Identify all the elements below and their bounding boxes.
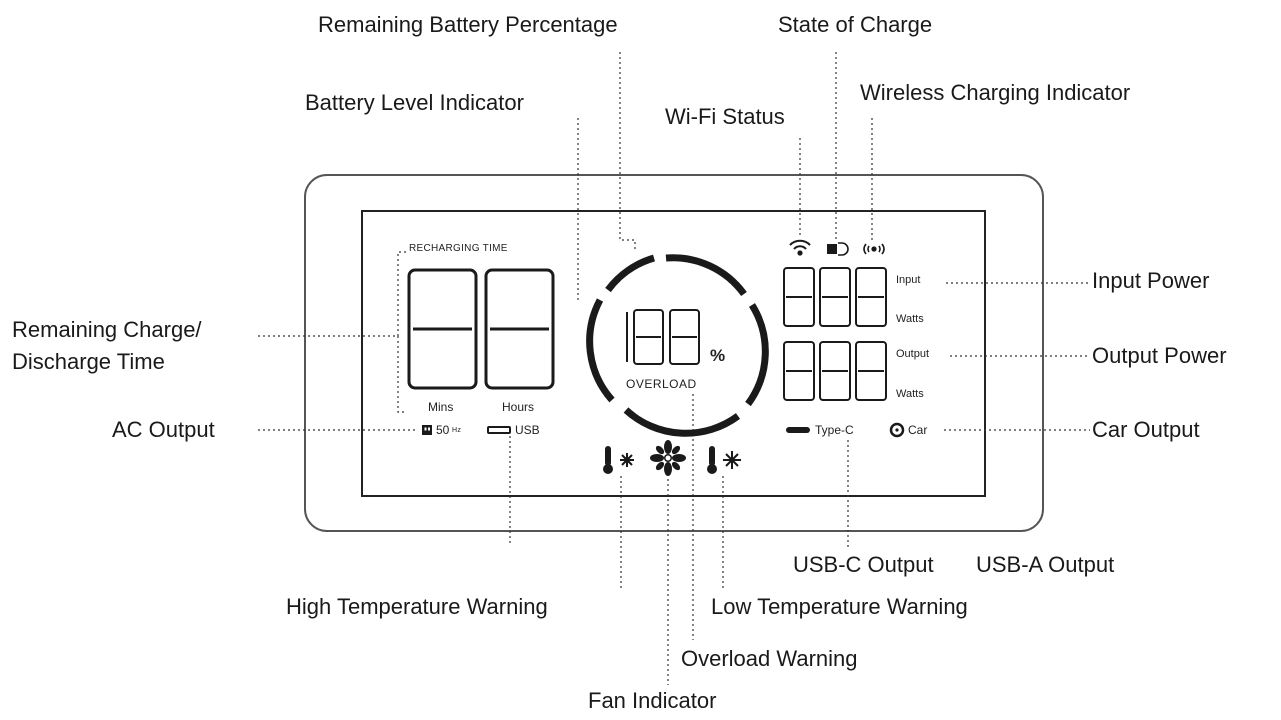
type-c-icon bbox=[786, 427, 810, 433]
leader-remaining-time-bottom bbox=[397, 336, 406, 413]
pct-digit-1 bbox=[633, 309, 664, 365]
battery-plug-icon bbox=[827, 242, 849, 256]
label-high-temperature-warning: High Temperature Warning bbox=[286, 594, 548, 619]
ring-seg-3 bbox=[623, 407, 741, 437]
ring-seg-2 bbox=[745, 303, 769, 407]
input-watts-digits bbox=[783, 267, 887, 327]
percent-sign: % bbox=[710, 346, 726, 365]
usb-label: USB bbox=[515, 423, 540, 437]
time-digit-2 bbox=[484, 268, 555, 390]
label-usb-c-output: USB-C Output bbox=[793, 552, 934, 577]
label-output-power: Output Power bbox=[1092, 343, 1227, 368]
label-input-power: Input Power bbox=[1092, 268, 1210, 293]
output-watts-label: Watts bbox=[896, 388, 924, 400]
percentage-digits bbox=[626, 309, 700, 365]
ring-seg-5 bbox=[605, 254, 656, 293]
recharging-time-label: RECHARGING TIME bbox=[409, 243, 508, 254]
type-c-label: Type-C bbox=[815, 423, 854, 437]
battery-ring bbox=[586, 254, 769, 437]
lcd-screen-frame bbox=[361, 210, 986, 497]
label-fan-indicator: Fan Indicator bbox=[588, 688, 717, 713]
car-label: Car bbox=[908, 423, 928, 437]
label-ac-output: AC Output bbox=[112, 417, 215, 442]
overload-label: OVERLOAD bbox=[626, 377, 697, 391]
device-outer-frame bbox=[304, 174, 1044, 532]
ring-seg-4 bbox=[586, 298, 615, 403]
input-label: Input bbox=[896, 274, 921, 286]
time-digit-1 bbox=[407, 268, 478, 390]
thermometer-sun-icon bbox=[603, 446, 634, 474]
wireless-charging-icon bbox=[863, 243, 885, 255]
leader-remaining-time bbox=[258, 251, 406, 337]
label-state-of-charge: State of Charge bbox=[778, 12, 933, 37]
thermometer-snow-icon bbox=[707, 446, 741, 474]
hours-label: Hours bbox=[502, 400, 535, 414]
ring-seg-1 bbox=[665, 254, 747, 297]
label-wireless-charging-indicator: Wireless Charging Indicator bbox=[860, 80, 1131, 105]
label-overload-warning: Overload Warning bbox=[681, 646, 858, 671]
label-wifi-status: Wi-Fi Status bbox=[665, 104, 785, 129]
label-remaining-charge-discharge-time: Remaining Charge/ Discharge Time bbox=[12, 317, 202, 374]
wifi-icon bbox=[789, 239, 811, 256]
input-watts-label: Watts bbox=[896, 313, 924, 325]
pct-digit-2 bbox=[669, 309, 700, 365]
mins-label: Mins bbox=[428, 400, 454, 414]
leader-remaining-battery-percentage bbox=[619, 52, 636, 250]
car-socket-icon bbox=[889, 422, 905, 438]
time-digits bbox=[407, 268, 555, 390]
label-low-temperature-warning: Low Temperature Warning bbox=[711, 594, 968, 619]
label-car-output: Car Output bbox=[1092, 417, 1200, 442]
leader-line-group bbox=[258, 52, 1090, 685]
label-remaining-battery-percentage: Remaining Battery Percentage bbox=[318, 12, 618, 37]
fan-icon bbox=[650, 440, 686, 476]
usb-a-icon bbox=[487, 426, 511, 434]
output-watts-digits bbox=[783, 341, 887, 401]
output-label: Output bbox=[896, 348, 930, 360]
ac-outlet-icon bbox=[422, 425, 432, 435]
ac-frequency-unit: Hz bbox=[452, 427, 462, 434]
ac-frequency-value: 50 bbox=[436, 423, 450, 437]
label-usb-a-output: USB-A Output bbox=[976, 552, 1115, 577]
label-battery-level-indicator: Battery Level Indicator bbox=[305, 90, 524, 115]
